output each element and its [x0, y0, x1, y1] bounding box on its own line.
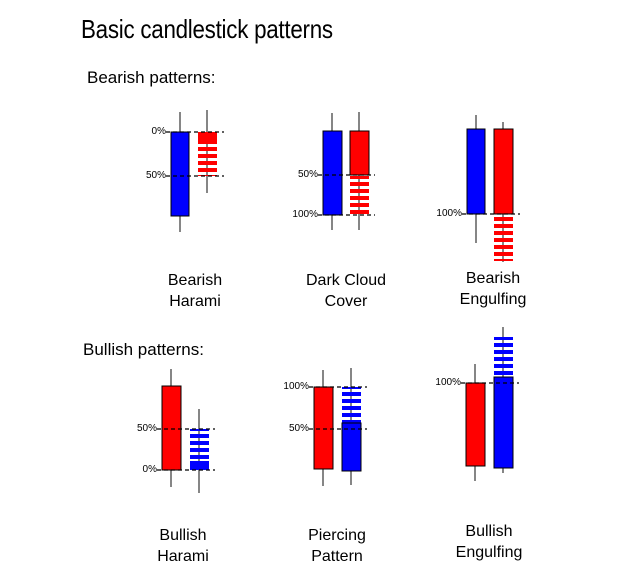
candle-2-body-top: [493, 128, 514, 215]
candle-1-body: [313, 386, 334, 470]
candle-2-body-bottom: [493, 376, 514, 469]
candle-2-body-striped: [190, 429, 209, 462]
caption-line-1: Piercing: [308, 527, 366, 544]
pattern-piercing: 100% 50%: [283, 368, 367, 486]
level-label-0: 0%: [143, 464, 158, 475]
pattern-bearish-engulfing: 100%: [436, 115, 520, 262]
caption-line-2: Cover: [324, 293, 368, 310]
caption-line-2: Harami: [169, 293, 221, 310]
level-label-100: 100%: [436, 208, 462, 219]
caption-dark-cloud-cover: Dark Cloud Cover: [281, 270, 411, 312]
pattern-dark-cloud-cover: 50% 100%: [292, 112, 375, 230]
caption-bearish-engulfing: Bearish Engulfing: [428, 268, 558, 310]
caption-line-2: Engulfing: [459, 291, 527, 308]
page-title: Basic candlestick patterns: [81, 14, 333, 44]
candle-2-body-striped: [198, 132, 217, 176]
candle-2-body-top: [349, 130, 370, 176]
candle-2-body-striped: [342, 387, 361, 423]
caption-piercing-pattern: Piercing Pattern: [272, 525, 402, 567]
caption-line-1: Bearish: [465, 270, 521, 287]
candle-1-body: [322, 130, 343, 216]
pattern-bearish-harami: 0% 50%: [146, 110, 224, 232]
candle-2-body-striped: [494, 216, 513, 261]
bearish-section-heading: Bearish patterns:: [87, 68, 216, 87]
level-label-100: 100%: [292, 209, 318, 220]
candle-1-body: [161, 385, 182, 471]
caption-line-2: Engulfing: [455, 544, 523, 561]
level-label-100: 100%: [283, 381, 309, 392]
caption-line-1: Bearish: [167, 272, 223, 289]
candle-1-body: [466, 128, 486, 215]
bullish-section-heading: Bullish patterns:: [83, 340, 204, 359]
level-label-50: 50%: [146, 170, 166, 181]
caption-line-1: Bullish: [159, 527, 207, 544]
level-label-50: 50%: [137, 423, 157, 434]
level-label-100: 100%: [435, 377, 461, 388]
candle-2-body-bottom: [190, 461, 209, 470]
level-label-0: 0%: [152, 126, 167, 137]
pattern-bullish-harami: 50% 0%: [137, 369, 215, 493]
pattern-bullish-engulfing: 100%: [435, 327, 519, 481]
caption-line-2: Harami: [157, 548, 209, 565]
candle-2-body-striped: [350, 176, 369, 214]
candle-2-body-bottom: [341, 422, 362, 472]
caption-line-1: Bullish: [465, 523, 513, 540]
level-label-50: 50%: [298, 169, 318, 180]
caption-bearish-harami: Bearish Harami: [130, 270, 260, 312]
candle-1-body: [170, 131, 190, 217]
caption-bullish-harami: Bullish Harami: [118, 525, 248, 567]
candle-2-body-top: [198, 132, 217, 140]
caption-line-2: Pattern: [311, 548, 363, 565]
candle-2-body-striped: [494, 337, 513, 382]
caption-line-1: Dark Cloud: [305, 272, 387, 289]
level-label-50: 50%: [289, 423, 309, 434]
caption-bullish-engulfing: Bullish Engulfing: [424, 521, 554, 563]
candle-1-body: [465, 382, 486, 467]
